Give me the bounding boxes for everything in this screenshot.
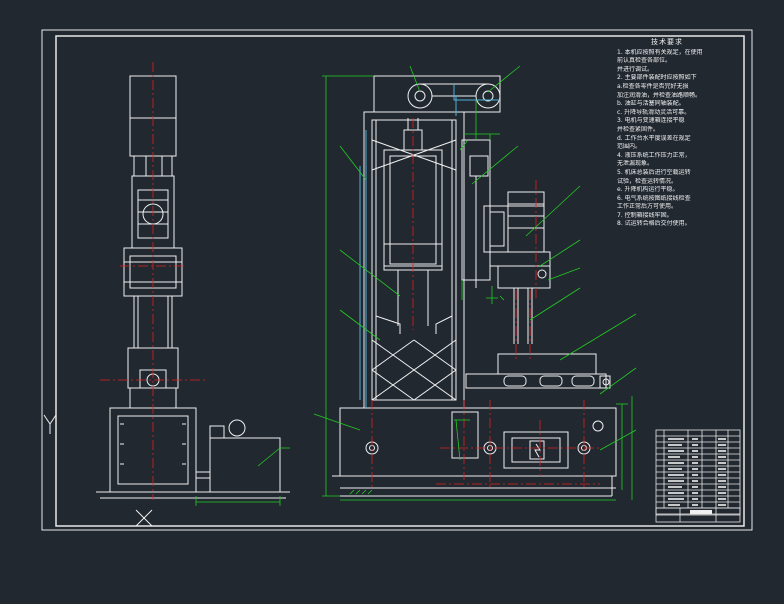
technical-requirement-line: 试验，检查运转情况。 [617,177,678,185]
technical-requirements-title: 技术要求 [651,38,683,46]
technical-requirement-line: 前认真检查各部位。 [617,57,672,65]
technical-requirement-line: 5. 机床总装后进行空载运转 [617,168,691,176]
technical-requirements-body: 1. 本机应按照有关规定，在使用前认真检查各部位。 并进行调试。2. 主要部件装… [617,49,717,229]
technical-requirement-line: 6. 电气系统按图纸接线检查 [617,194,691,202]
drawing-frame [41,29,753,531]
technical-requirement-line: 加注润滑油，并检查油路顺畅。 [617,91,702,99]
title-block [655,507,741,523]
side-view-dimensions [195,447,290,506]
technical-requirement-line: 8. 试运转合格后交付使用。 [617,220,691,228]
technical-requirement-line: c. 升降导轨滑动灵活可靠。 [617,108,691,116]
technical-requirement-line: 1. 本机应按照有关规定，在使用 [617,48,703,56]
front-view-centerlines [371,118,600,490]
parts-list [655,429,741,515]
front-view-dimensions [313,65,637,501]
axis-symbols [43,414,153,527]
technical-requirement-line: 并检查紧固件。 [617,125,660,133]
technical-requirements: 技术要求 1. 本机应按照有关规定，在使用前认真检查各部位。 并进行调试。2. … [617,38,717,229]
technical-requirement-line: e. 升降机构运行平稳。 [617,186,679,194]
technical-requirement-line: a.检查各零件是否完好无损 [617,82,689,90]
parts-list-entries [668,438,726,506]
technical-requirement-line: 7. 控制箱接线牢固。 [617,211,673,219]
technical-requirement-line: 无泄漏现象。 [617,160,654,168]
technical-requirement-line: b. 油缸与活塞同轴装配。 [617,100,685,108]
technical-requirement-line: d. 工作台水平度误差在规定 [617,134,691,142]
technical-requirement-line: 并进行调试。 [617,65,654,73]
side-view-centerlines [100,62,206,500]
floor-hatch [349,489,373,495]
technical-requirement-line: 2. 主要部件装配时应按照如下 [617,74,697,82]
technical-requirement-line: 3. 电机与变速箱连接平稳 [617,117,685,125]
technical-requirement-line: 范围内。 [617,143,642,151]
hydraulic-lines [359,84,500,408]
technical-requirement-line: 工作正常后方可使用。 [617,203,678,211]
technical-requirement-line: 4. 液压系统工作压力正常， [617,151,691,159]
